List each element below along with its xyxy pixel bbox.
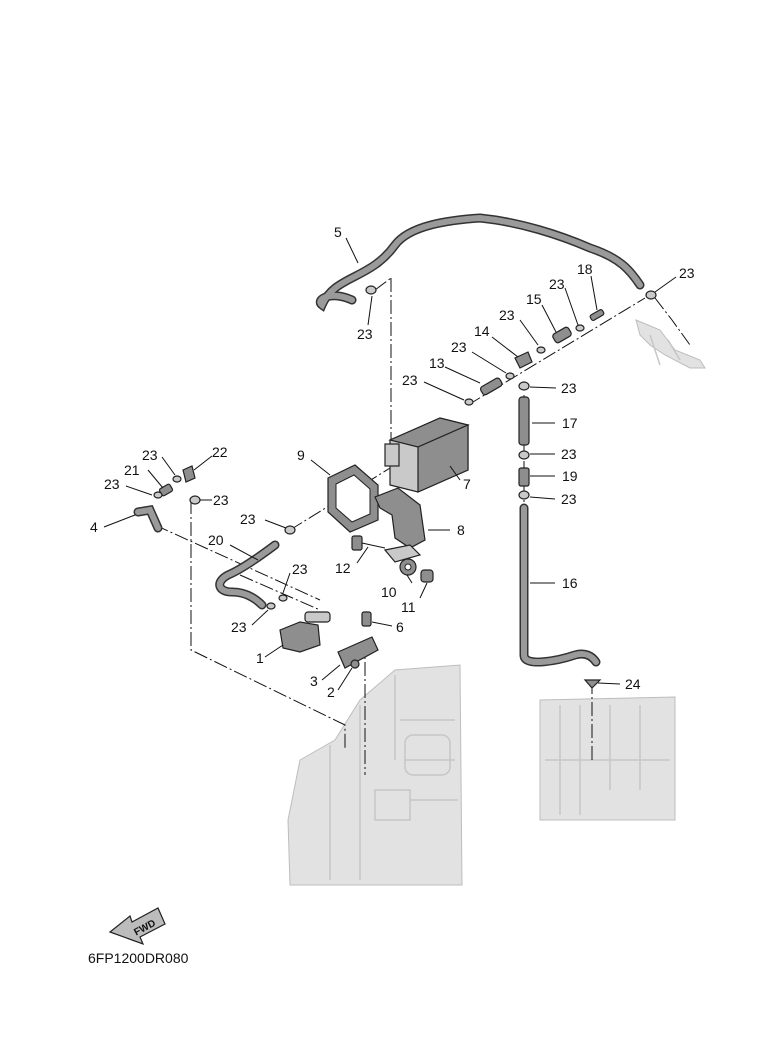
callout-23-m: 23: [104, 476, 120, 492]
callout-23-j: 23: [240, 511, 256, 527]
joint-22: [182, 465, 196, 483]
callout-1: 1: [256, 650, 264, 666]
callout-6: 6: [396, 619, 404, 635]
leader-lines: [103, 237, 677, 691]
callout-13: 13: [429, 355, 445, 371]
callout-7: 7: [463, 476, 471, 492]
bracket-8: [374, 487, 426, 563]
callout-labels: 5 23 23 18 23 15 23 14 23 13 23 23 17 23…: [90, 224, 695, 700]
joint-14: [514, 351, 533, 369]
callout-18: 18: [577, 261, 593, 277]
callout-8: 8: [457, 522, 465, 538]
callout-23-n: 23: [142, 447, 158, 463]
grommet-10: [399, 558, 417, 576]
callout-9: 9: [297, 447, 305, 463]
callout-2: 2: [327, 684, 335, 700]
canister-7: [384, 417, 470, 493]
callout-11: 11: [401, 599, 416, 615]
callout-5: 5: [334, 224, 342, 240]
callout-17: 17: [562, 415, 578, 431]
callout-23-o: 23: [213, 492, 229, 508]
bolt-12: [351, 535, 386, 551]
callout-3: 3: [310, 673, 318, 689]
plug-18: [589, 309, 605, 321]
clamps-23: [153, 285, 657, 610]
callout-23-f: 23: [402, 372, 418, 388]
callout-23-g: 23: [561, 380, 577, 396]
callout-23-a: 23: [357, 326, 373, 342]
callout-14: 14: [474, 323, 490, 339]
callout-23-l: 23: [292, 561, 308, 577]
forward-arrow-icon: FWD: [108, 907, 166, 946]
hose-end-ghost: [635, 319, 706, 369]
bracket-3: [337, 636, 379, 669]
hose-17: [518, 396, 530, 446]
callout-20: 20: [208, 532, 224, 548]
callout-23-c: 23: [549, 276, 565, 292]
fitting-24: [583, 679, 602, 689]
drawing-code: 6FP1200DR080: [88, 950, 189, 966]
bolt-6: [361, 611, 372, 627]
callout-16: 16: [562, 575, 578, 591]
callout-23-d: 23: [499, 307, 515, 323]
callout-23-e: 23: [451, 339, 467, 355]
hose-15: [552, 326, 572, 344]
hose-13: [479, 377, 503, 396]
callout-22: 22: [212, 444, 228, 460]
callout-19: 19: [562, 468, 578, 484]
collar-11: [420, 569, 434, 583]
valve-1: [279, 611, 331, 653]
callout-23-h: 23: [561, 446, 577, 462]
nut-2: [350, 659, 360, 669]
callout-23-i: 23: [561, 491, 577, 507]
engine-block-ghost: [287, 664, 463, 886]
band-9: [327, 464, 379, 533]
callout-12: 12: [335, 560, 351, 576]
callout-21: 21: [124, 462, 140, 478]
callout-23-k: 23: [231, 619, 247, 635]
callout-23-b: 23: [679, 265, 695, 281]
joint-19: [518, 467, 530, 487]
callout-10: 10: [381, 584, 397, 600]
callout-4: 4: [90, 519, 98, 535]
callout-24: 24: [625, 676, 641, 692]
engine-block-right-ghost: [539, 696, 676, 821]
callout-15: 15: [526, 291, 542, 307]
hose-16: [519, 503, 601, 667]
